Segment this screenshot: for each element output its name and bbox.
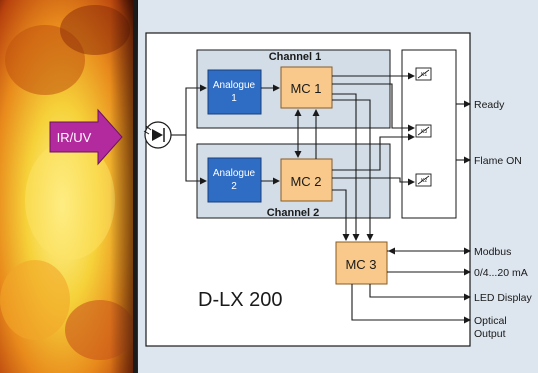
mc3-label: MC 3 (345, 257, 376, 272)
ir-uv-arrow: IR/UV (49, 108, 123, 166)
output-optical-line1: Optical (474, 315, 507, 327)
analogue-1-block: Analogue 1 (207, 69, 262, 115)
channel-1-label: Channel 1 (269, 51, 322, 63)
mc1-block: MC 1 (280, 66, 333, 109)
analogue-1-line1: Analogue (213, 80, 256, 91)
output-current: 0/4...20 mA (474, 267, 528, 279)
fire-image (0, 0, 138, 373)
analogue-2-line1: Analogue (213, 168, 256, 179)
mc1-label: MC 1 (290, 81, 321, 96)
relay-k2-label: K2 (421, 178, 427, 184)
relay-k3-label: K3 (421, 129, 427, 135)
output-optical-line2: Output (474, 328, 506, 340)
analogue-1-line2: 1 (231, 93, 237, 104)
channel-2-label: Channel 2 (267, 207, 320, 219)
device-title: D-LX 200 (198, 289, 283, 311)
relay-k1: K1 (415, 67, 432, 81)
mc2-label: MC 2 (290, 174, 321, 189)
relay-k2: K2 (415, 173, 432, 187)
analogue-2-line2: 2 (231, 181, 237, 192)
output-ready: Ready (474, 99, 505, 111)
output-flame-on: Flame ON (474, 155, 522, 167)
output-modbus: Modbus (474, 246, 511, 258)
signal-wiring (171, 72, 471, 324)
relay-k1-label: K1 (421, 72, 427, 78)
photodiode-icon (143, 121, 172, 149)
mc3-block: MC 3 (335, 241, 388, 285)
analogue-2-block: Analogue 2 (207, 157, 262, 203)
ir-uv-label: IR/UV (57, 130, 92, 145)
mc2-block: MC 2 (280, 158, 333, 202)
output-led-display: LED Display (474, 292, 533, 304)
relay-k3: K3 (415, 124, 432, 138)
